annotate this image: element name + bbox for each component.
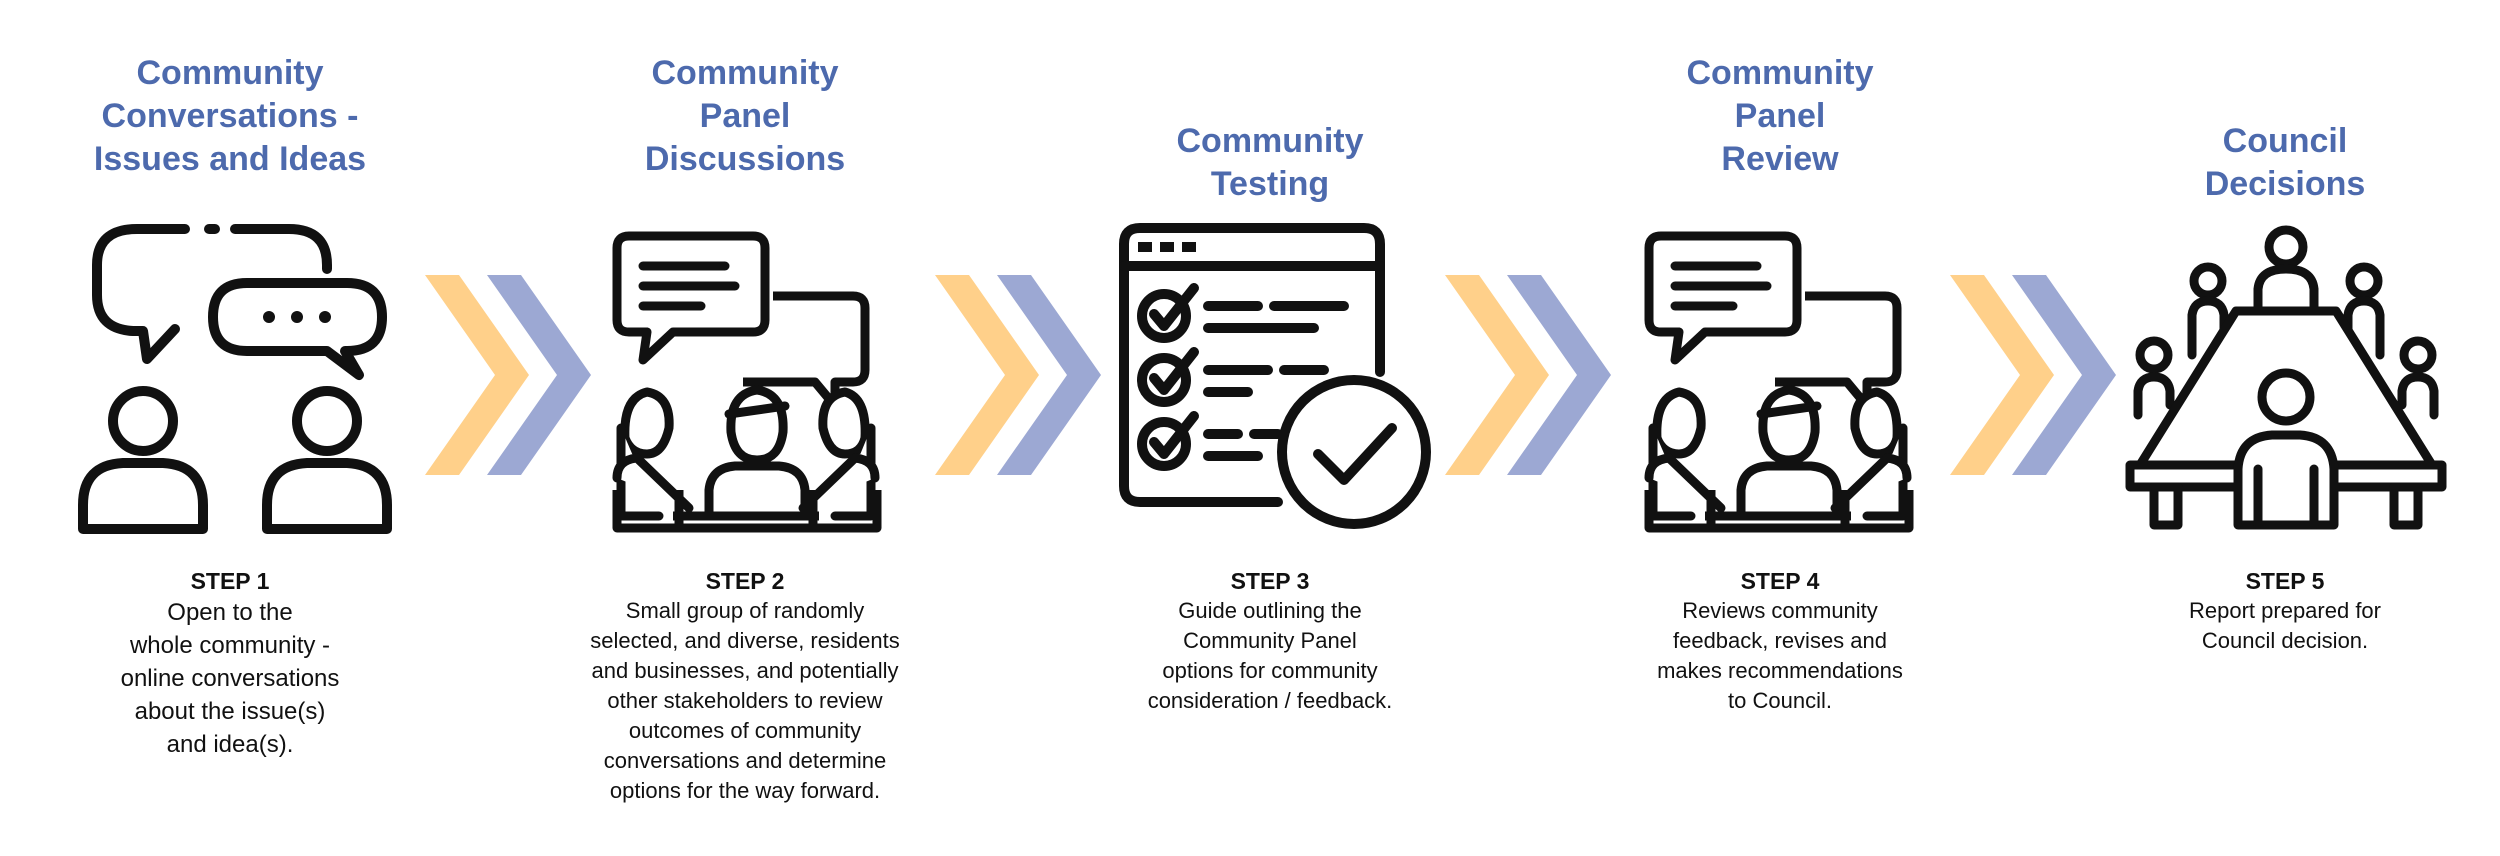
step-5-text: STEP 5 Report prepared for Council decis…: [2110, 566, 2460, 656]
step-3-title-line: Testing: [1210, 165, 1330, 203]
step-2-title: Community Panel Discussions: [555, 52, 935, 181]
step-1-description: Open to the whole community - online con…: [45, 596, 415, 761]
step-4-title-line: Panel: [1734, 97, 1826, 135]
council-table-icon: [2125, 225, 2447, 535]
step-2-description: Small group of randomly selected, and di…: [555, 596, 935, 806]
step-5-title-line: Council: [2222, 122, 2348, 160]
step-4-column: Community Panel Review STEP 4 Reviews co…: [1590, 0, 1970, 856]
step-4-title-line: Review: [1721, 140, 1839, 178]
step-2-desc-line: Small group of randomly: [625, 598, 865, 623]
step-1-desc-line: online conversations: [120, 665, 340, 692]
step-2-desc-line: and businesses, and potentially: [591, 658, 899, 683]
step-4-title: Community Panel Review: [1590, 52, 1970, 181]
step-1-title-line: Issues and Ideas: [93, 140, 367, 178]
step-1-title-line: Community: [136, 54, 324, 92]
step-5-column: Council Decisions: [2110, 0, 2460, 856]
step-1-column: Community Conversations - Issues and Ide…: [45, 0, 415, 856]
step-3-title: Community Testing: [1080, 120, 1460, 206]
step-3-column: Community Testing: [1080, 0, 1460, 856]
step-5-label: STEP 5: [2245, 568, 2325, 594]
step-3-desc-line: Community Panel: [1183, 628, 1357, 653]
panel-discussion-icon: [598, 228, 898, 538]
step-2-desc-line: other stakeholders to review: [607, 688, 883, 713]
step-4-description: Reviews community feedback, revises and …: [1590, 596, 1970, 716]
step-4-label: STEP 4: [1740, 568, 1820, 594]
step-5-title-line: Decisions: [2204, 165, 2366, 203]
step-5-description: Report prepared for Council decision.: [2110, 596, 2460, 656]
step-3-text: STEP 3 Guide outlining the Community Pan…: [1080, 566, 1460, 716]
step-2-desc-line: outcomes of community: [628, 718, 862, 743]
step-3-desc-line: options for community: [1162, 658, 1378, 683]
step-2-title-line: Community: [651, 54, 839, 92]
step-3-label: STEP 3: [1230, 568, 1310, 594]
step-1-title: Community Conversations - Issues and Ide…: [45, 52, 415, 181]
step-2-desc-line: conversations and determine: [603, 748, 887, 773]
arrow-chevron-4: [1950, 275, 2120, 485]
step-5-title: Council Decisions: [2110, 120, 2460, 206]
step-4-desc-line: feedback, revises and: [1672, 628, 1888, 653]
step-1-desc-line: and idea(s).: [166, 731, 294, 758]
step-1-desc-line: Open to the: [167, 599, 293, 626]
step-4-desc-line: Reviews community: [1682, 598, 1878, 623]
step-2-desc-line: selected, and diverse, residents: [590, 628, 900, 653]
step-3-desc-line: Guide outlining the: [1178, 598, 1362, 623]
step-1-desc-line: whole community -: [129, 632, 331, 659]
step-3-description: Guide outlining the Community Panel opti…: [1080, 596, 1460, 716]
step-1-text: STEP 1 Open to the whole community - onl…: [45, 566, 415, 761]
step-2-title-line: Discussions: [644, 140, 846, 178]
step-2-label: STEP 2: [705, 568, 785, 594]
conversation-people-icon: [77, 224, 392, 545]
step-3-desc-line: consideration / feedback.: [1147, 688, 1393, 713]
step-5-desc-line: Report prepared for: [2189, 598, 2381, 623]
step-3-title-line: Community: [1176, 122, 1364, 160]
step-4-title-line: Community: [1686, 54, 1874, 92]
step-1-title-line: Conversations -: [101, 97, 359, 135]
step-4-desc-line: makes recommendations: [1657, 658, 1903, 683]
step-2-text: STEP 2 Small group of randomly selected,…: [555, 566, 935, 806]
step-1-label: STEP 1: [190, 568, 270, 594]
step-4-text: STEP 4 Reviews community feedback, revis…: [1590, 566, 1970, 716]
step-1-desc-line: about the issue(s): [134, 698, 326, 725]
step-4-desc-line: to Council.: [1728, 688, 1832, 713]
step-2-column: Community Panel Discussions STEP 2 Small…: [555, 0, 935, 856]
step-5-desc-line: Council decision.: [2201, 628, 2369, 653]
step-2-desc-line: options for the way forward.: [609, 778, 881, 803]
checklist-test-icon: [1118, 222, 1438, 542]
step-2-title-line: Panel: [699, 97, 791, 135]
panel-review-icon: [1630, 228, 1930, 538]
